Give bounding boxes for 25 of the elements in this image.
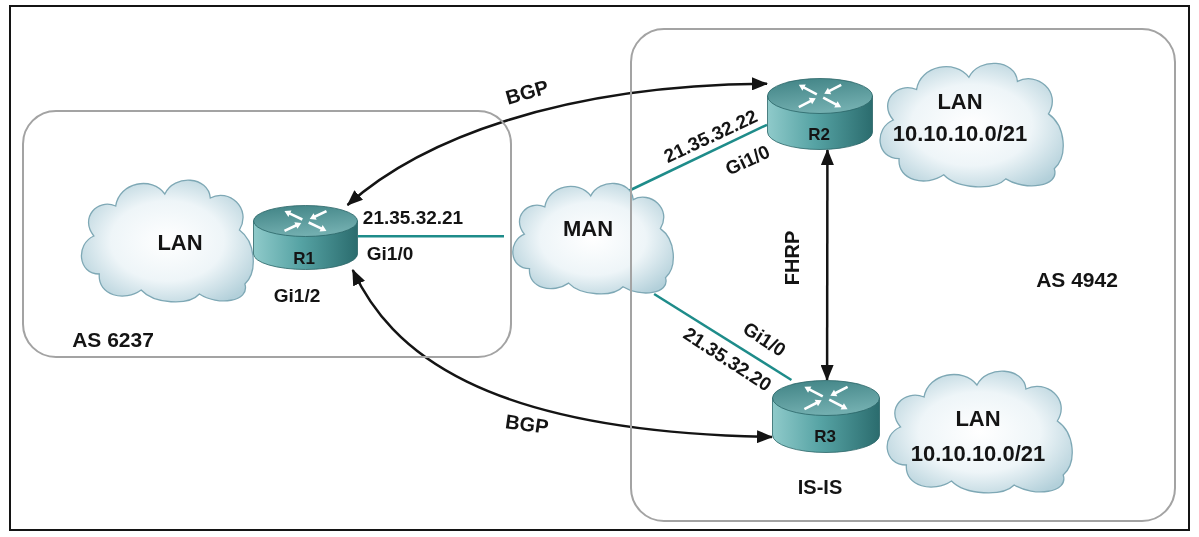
router — [772, 380, 880, 453]
subnet-label: 10.10.10.0/21 — [910, 441, 1046, 467]
link-line — [358, 234, 504, 238]
network-label: MAN — [562, 216, 614, 242]
network-label: LAN — [955, 406, 1001, 432]
autonomous-system-area — [22, 110, 512, 358]
router — [253, 205, 358, 270]
interface-label: Gi1/0 — [366, 243, 414, 265]
ip-address-label: 21.35.32.21 — [362, 207, 464, 229]
area-label: AS 4942 — [1036, 268, 1118, 292]
protocol-label: IS-IS — [797, 476, 843, 498]
link-line — [653, 292, 793, 382]
area-label: AS 6237 — [72, 328, 154, 352]
double-headed-arrow — [351, 269, 773, 443]
subnet-label: 10.10.10.0/21 — [892, 121, 1028, 147]
double-headed-arrow — [346, 77, 768, 206]
autonomous-system-area — [630, 28, 1176, 522]
router-label: R2 — [808, 125, 830, 145]
router — [767, 78, 873, 150]
router-label: R3 — [814, 427, 836, 447]
router-label: R1 — [293, 249, 315, 269]
network-label: LAN — [937, 89, 983, 115]
interface-label: Gi1/2 — [273, 285, 321, 307]
double-headed-arrow — [820, 149, 834, 381]
network-label: LAN — [157, 230, 203, 256]
